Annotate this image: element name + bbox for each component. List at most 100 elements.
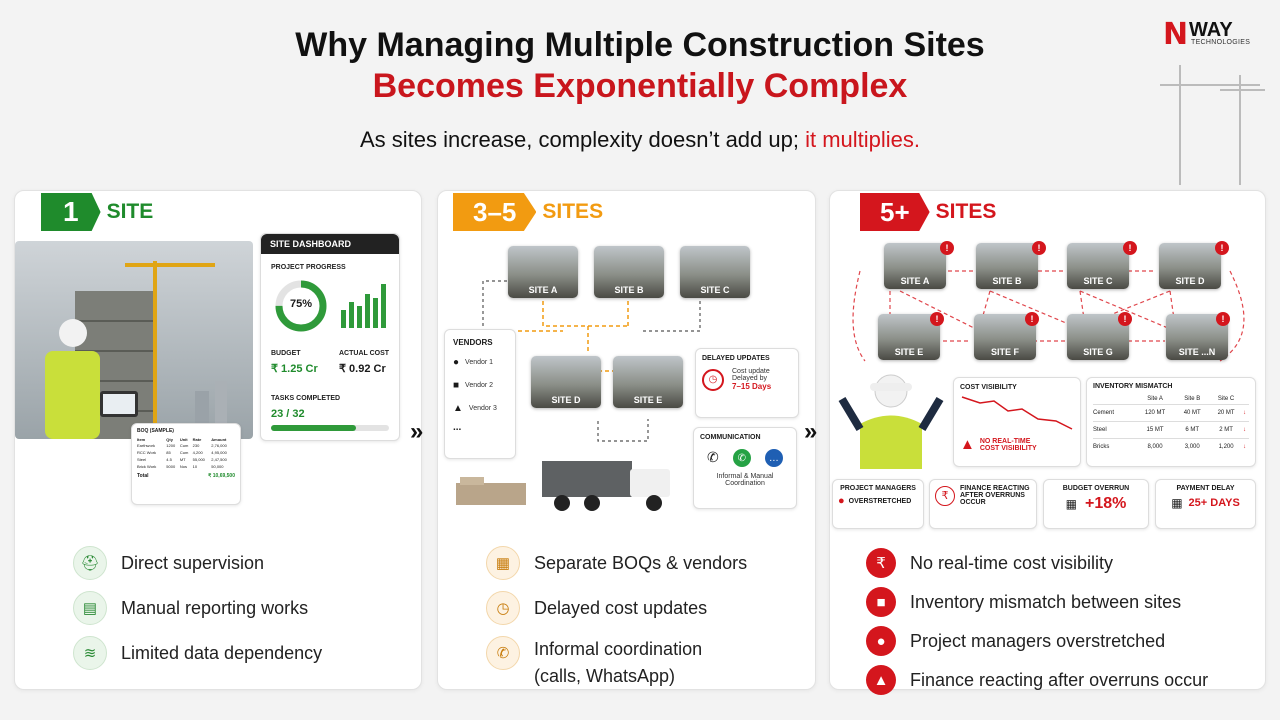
inventory-header: Site A (1147, 396, 1163, 402)
stat-title: OCCUR (960, 499, 986, 506)
logo: N WAY TECHNOLOGIES (1163, 17, 1263, 52)
site-thumbnail: SITE C (680, 246, 750, 298)
bullet-text: Direct supervision (121, 552, 265, 573)
hardhat-icon: ⛑ (73, 546, 107, 580)
badge-word: SITE (106, 200, 154, 223)
stat-title: BUDGET OVERRUN (1062, 485, 1130, 492)
badge-number: 3–5 (453, 193, 537, 231)
inventory-cell: 20 MT (1217, 410, 1235, 416)
site-thumbnail: SITE B (594, 246, 664, 298)
bullets-one-site: ⛑Direct supervision ▤Manual reporting wo… (73, 546, 322, 670)
comm-line2: Coordination (725, 480, 765, 487)
inventory-cell: 8,000 (1147, 444, 1163, 450)
inventory-cell: Steel (1093, 427, 1107, 433)
progress-label: PROJECT PROGRESS (271, 264, 346, 271)
delayed-value: 7–15 Days (732, 382, 772, 391)
boq-cell: MT (179, 457, 186, 462)
rupee-icon: ₹ (866, 548, 896, 578)
inventory-cell: 3,000 (1184, 444, 1200, 450)
tasks-progress-fill (271, 425, 356, 431)
boq-cell: 4,200 (192, 450, 203, 455)
warning-icon: ! (1118, 312, 1132, 326)
tasks-label: TASKS COMPLETED (271, 395, 341, 402)
inventory-cell: 15 MT (1146, 427, 1164, 433)
comm-line1: Informal & Manual (716, 473, 774, 480)
inventory-cell: 2 MT (1219, 427, 1233, 433)
inventory-header (1093, 394, 1135, 405)
inventory-header: Site C (1217, 396, 1235, 402)
site-label: SITE B (614, 285, 644, 295)
progress-value: 75% (289, 298, 313, 310)
delayed-title: DELAYED UPDATES (702, 355, 770, 362)
boq-total-value: ₹ 10,69,500 (208, 473, 235, 479)
panel-three-five-sites: 3–5 SITES SITE A SITE B SITE C SITE D SI… (437, 190, 816, 690)
vendor-name: Vendor 3 (468, 405, 497, 412)
database-icon: ≋ (73, 636, 107, 670)
progress-ring (275, 280, 327, 332)
warning-icon: ! (1032, 241, 1046, 255)
delayed-line2: Delayed by (732, 375, 768, 382)
cost-warning-1: NO REAL-TIME (979, 437, 1031, 445)
phone-icon: ✆ (707, 449, 719, 465)
boq-header: Amount (211, 437, 227, 442)
site-label: SITE F (990, 347, 1019, 357)
boq-cell: Cum (179, 450, 189, 455)
vendor-name: Vendor 2 (465, 382, 494, 389)
calendar-icon: ▦ (1065, 497, 1077, 511)
warning-icon: ! (1215, 241, 1229, 255)
vendors-card: VENDORS ●Vendor 1 ■Vendor 2 ▲Vendor 3 ..… (444, 329, 516, 459)
site-label: SITE E (633, 395, 663, 405)
stat-card: PAYMENT DELAY ▦25+ DAYS (1155, 479, 1256, 529)
inventory-cell: Cement (1093, 410, 1115, 416)
bullet-item: ▲Finance reacting after overruns occur (866, 665, 1208, 695)
boq-cell: 230 (192, 443, 200, 448)
clock-icon: ◷ (702, 368, 724, 391)
stat-title: FINANCE REACTING (960, 485, 1030, 492)
chat-icon: … (764, 449, 783, 467)
inventory-header-blank (1243, 394, 1249, 405)
truck-icon: ■ (453, 380, 460, 391)
warning-icon: ! (940, 241, 954, 255)
site-label: SITE G (1083, 347, 1113, 357)
inventory-cell: 120 MT (1144, 410, 1166, 416)
bullet-item: ●Project managers overstretched (866, 626, 1208, 656)
user-icon: ● (453, 357, 460, 368)
bullet-text: Informal coordination (534, 639, 703, 659)
tasks-value: 23 / 32 (271, 408, 305, 420)
inventory-header: Site B (1184, 396, 1201, 402)
manager-icon: ● (838, 495, 845, 507)
subtitle-main: As sites increase, complexity doesn’t ad… (359, 127, 806, 152)
actual-cost-value: ₹ 0.92 Cr (339, 363, 386, 375)
boq-cell: 55,000 (192, 457, 205, 462)
site-thumbnail: SITE B (976, 243, 1038, 289)
bullet-text: Delayed cost updates (534, 597, 708, 618)
site-label: SITE A (528, 285, 558, 295)
site-label: SITE D (1175, 276, 1205, 286)
bullet-item: ⛑ Direct supervision (73, 546, 322, 580)
inventory-cell: 1,200 (1218, 444, 1234, 450)
arrow-down-icon: ↓ (1243, 427, 1247, 433)
site-thumbnail: SITE D (531, 356, 601, 408)
badge-word: SITES (935, 200, 997, 223)
boq-cell: Brick Work (137, 464, 157, 469)
site-dashboard-card: SITE DASHBOARD PROJECT PROGRESS 75% BUDG… (260, 233, 400, 441)
vendors-more: ... (453, 422, 462, 433)
budget-label: BUDGET (271, 350, 301, 357)
trend-chart-icon: ▲ (866, 665, 896, 695)
page-title-highlight: Becomes Exponentially Complex (372, 67, 908, 105)
budget-value: ₹ 1.25 Cr (271, 363, 318, 375)
site-label: SITE D (551, 395, 581, 405)
badge-five-plus: 5+ SITES (860, 193, 996, 231)
bullet-text: Inventory mismatch between sites (910, 591, 1182, 612)
site-thumbnail: SITE A (508, 246, 578, 298)
clipboard-icon: ▤ (73, 591, 107, 625)
badge-word: SITES (542, 200, 604, 223)
